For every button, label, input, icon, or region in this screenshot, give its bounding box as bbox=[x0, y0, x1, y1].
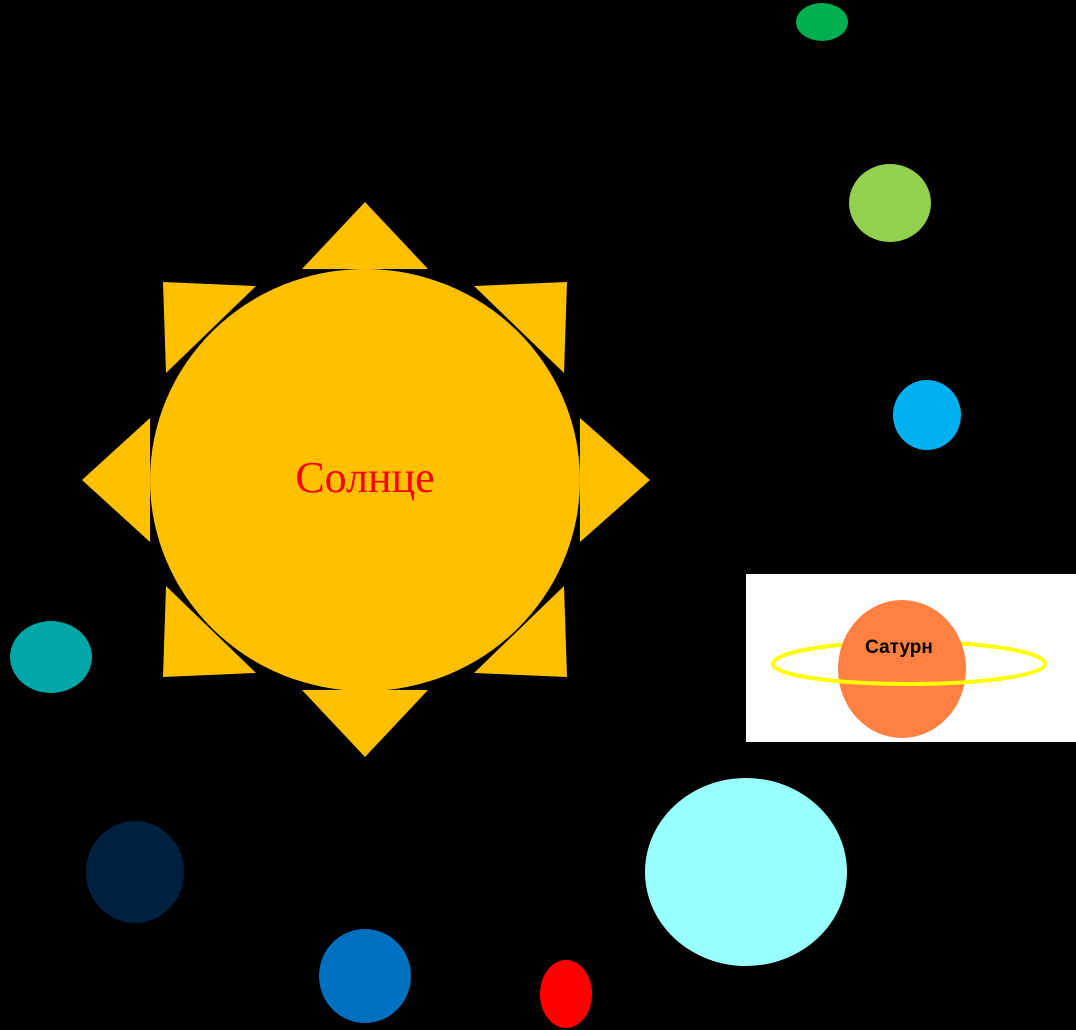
saturn-drawing: Сатурн bbox=[746, 574, 1076, 742]
planet-cyan-large bbox=[645, 778, 847, 966]
saturn-card: Сатурн bbox=[746, 574, 1076, 742]
sun-ray-top bbox=[302, 202, 428, 269]
planet-green-small bbox=[796, 3, 848, 41]
planet-sky-blue bbox=[893, 380, 961, 450]
saturn-label: Сатурн bbox=[865, 637, 933, 658]
sun-ray-right bbox=[580, 418, 650, 542]
sun-label: Солнце bbox=[295, 453, 434, 502]
sun-ray-bottom bbox=[302, 690, 428, 757]
planet-light-green bbox=[849, 164, 931, 242]
planet-red bbox=[540, 960, 592, 1028]
saturn-body bbox=[838, 600, 966, 738]
planet-blue bbox=[319, 929, 411, 1023]
sun-ray-left bbox=[82, 418, 150, 542]
planet-teal bbox=[10, 621, 92, 693]
planet-navy bbox=[86, 821, 184, 923]
